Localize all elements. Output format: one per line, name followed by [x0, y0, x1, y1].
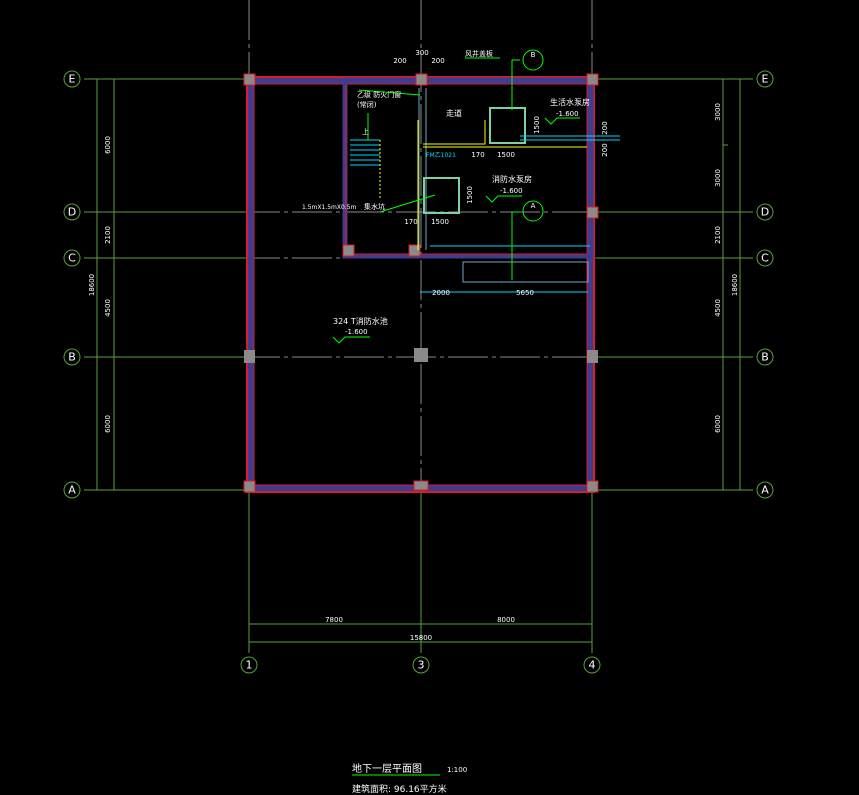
dim-left-1: 6000	[104, 136, 112, 154]
sump-label: 集水坑	[364, 202, 385, 211]
detail-mark-b: B	[531, 51, 536, 59]
stair-up-label: 上	[362, 127, 369, 136]
room-domestic-pump-level: -1.600	[556, 110, 579, 118]
room-fire-pool: 324 T消防水池	[333, 316, 388, 326]
axis-label-d-left: D	[68, 206, 76, 219]
vent-label: 风井盖板	[465, 49, 493, 58]
dim-inner-7: 2000	[432, 289, 450, 297]
dim-right-5: 6000	[714, 415, 722, 433]
dim-inner-9: 200	[601, 121, 609, 134]
dim-inner-3: 170	[404, 218, 417, 226]
dim-bottom-1: 7800	[325, 616, 343, 624]
sump-size: 1.5mX1.5mX0.5m	[302, 204, 357, 211]
door-note: 乙级 防火门窗	[357, 90, 401, 99]
axis-label-4: 4	[589, 659, 596, 672]
door-note-2: (常闭)	[357, 100, 377, 109]
dim-inner-10: 200	[601, 143, 609, 156]
dim-inner-4: 1500	[431, 218, 449, 226]
dim-bottom-total: 15800	[410, 634, 432, 642]
building-area: 建筑面积: 96.16平方米	[352, 783, 447, 795]
dim-inner-1: 170	[471, 151, 484, 159]
door-code: FM乙1021	[426, 152, 456, 159]
axis-label-e-right: E	[762, 73, 769, 86]
axis-label-b-left: B	[68, 351, 76, 364]
dim-right-3: 2100	[714, 226, 722, 244]
axis-label-c-right: C	[761, 252, 769, 265]
room-fire-pool-level: -1.600	[345, 328, 368, 336]
dim-inner-top-3: 200	[431, 57, 444, 65]
axis-label-c-left: C	[68, 252, 76, 265]
dim-left-4: 6000	[104, 415, 112, 433]
dim-right-total: 18600	[731, 274, 739, 296]
dim-inner-6: 1500	[533, 116, 541, 134]
axis-label-e-left: E	[69, 73, 76, 86]
dim-right-2: 3000	[714, 169, 722, 187]
drawing-scale: 1:100	[447, 766, 467, 774]
structural-columns	[243, 73, 599, 493]
dim-bottom-2: 8000	[497, 616, 515, 624]
room-fire-pump: 消防水泵房	[492, 174, 532, 184]
dim-left-3: 4500	[104, 299, 112, 317]
axis-bubbles	[63, 70, 774, 674]
axis-label-d-right: D	[761, 206, 769, 219]
dim-left-total: 18600	[88, 274, 96, 296]
dim-left-2: 2100	[104, 226, 112, 244]
interior-details	[350, 57, 620, 293]
axis-label-1: 1	[246, 659, 253, 672]
dimension-lines	[84, 78, 753, 653]
drawing-title: 地下一层平面图	[352, 762, 422, 775]
dim-inner-5: 1500	[466, 186, 474, 204]
detail-mark-a: A	[531, 202, 536, 210]
level-markers	[332, 49, 580, 344]
dim-inner-2: 1500	[497, 151, 515, 159]
dim-inner-8: 5650	[516, 289, 534, 297]
axis-label-a-right: A	[761, 484, 769, 497]
axis-label-a-left: A	[68, 484, 76, 497]
room-domestic-pump: 生活水泵房	[550, 97, 590, 107]
dim-right-1: 3000	[714, 103, 722, 121]
room-fire-pump-level: -1.600	[500, 187, 523, 195]
dim-right-4: 4500	[714, 299, 722, 317]
dim-inner-top-1: 200	[393, 57, 406, 65]
dim-inner-top-2: 300	[415, 49, 428, 57]
axis-label-3: 3	[418, 659, 425, 672]
axis-label-b-right: B	[761, 351, 769, 364]
room-corridor: 走道	[446, 108, 462, 118]
